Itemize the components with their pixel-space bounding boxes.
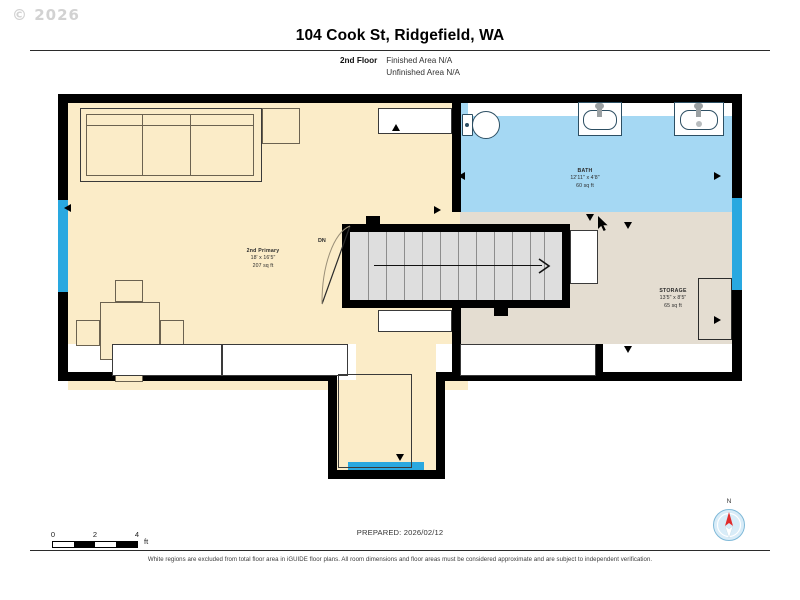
stair-door-swing xyxy=(321,225,351,305)
storage-room-area: 65 sq ft xyxy=(664,302,682,309)
page-title: 104 Cook St, Ridgefield, WA xyxy=(295,27,505,44)
faucet-left xyxy=(597,105,602,117)
dining-chair-east xyxy=(160,320,184,346)
wall-top xyxy=(58,94,742,103)
wall-storage-west xyxy=(452,238,461,380)
alcove-fill xyxy=(336,378,436,470)
scale-segment-4 xyxy=(116,542,137,547)
side-table xyxy=(262,108,300,144)
stair-direction-arrow xyxy=(538,258,551,274)
stair-direction-label: DN xyxy=(318,238,326,244)
wall-alcove-west xyxy=(328,372,337,470)
bath-room-name: BATH xyxy=(577,168,593,174)
primary-room-area: 207 sq ft xyxy=(252,262,274,269)
floorplan-drawing: DN xyxy=(0,88,800,498)
view-arrow-stair-top xyxy=(392,124,400,131)
toilet-bowl xyxy=(472,111,500,139)
prepared-date: PREPARED: 2026/02/12 xyxy=(356,528,444,537)
window-west-upper xyxy=(58,198,68,294)
compass-north-label: N xyxy=(726,498,732,505)
room-label-primary: 2nd Primary 18' x 16'5" 207 sq ft xyxy=(208,248,318,270)
faucet-knob-left xyxy=(595,103,604,109)
sink-drain-right xyxy=(696,121,702,127)
copyright-watermark: © 2026 xyxy=(12,6,80,24)
sofa-cushion-divider-1 xyxy=(142,114,143,176)
primary-room-dimensions: 18' x 16'5" xyxy=(250,255,276,262)
wall-alcove-south xyxy=(328,470,445,479)
knee-wall-outline-alcove xyxy=(338,374,412,468)
dining-chair-north xyxy=(115,280,143,302)
finished-area-label: Finished Area N/A xyxy=(386,56,453,65)
scale-tick-2: 4 xyxy=(134,530,140,539)
footer-divider xyxy=(30,550,770,551)
scale-unit-label: ft xyxy=(144,537,149,546)
sofa-cushion-divider-2 xyxy=(190,114,191,176)
scale-bar: 0 2 4 ft xyxy=(50,530,148,548)
wall-west-bottom xyxy=(58,292,68,380)
bath-room-dimensions: 12'11" x 4'8" xyxy=(570,175,600,182)
title-divider xyxy=(30,50,770,51)
knee-wall-outline-stair-top xyxy=(378,108,452,134)
scale-segment-3 xyxy=(95,542,116,547)
wall-west-top xyxy=(58,94,68,200)
view-arrow-storage-east xyxy=(714,316,721,324)
wall-bath-west xyxy=(452,94,461,212)
wall-nub-stair-bottom xyxy=(494,306,508,316)
scale-segment-1 xyxy=(53,542,74,547)
knee-wall-outline-mid xyxy=(222,344,348,376)
dining-chair-west xyxy=(76,320,100,346)
knee-wall-outline-right xyxy=(460,344,596,376)
disclaimer-text: White regions are excluded from total fl… xyxy=(147,556,653,563)
wall-bottom-right xyxy=(436,372,742,381)
storage-room-dimensions: 13'5" x 8'5" xyxy=(659,295,687,302)
compass-rose-icon xyxy=(713,509,745,541)
view-arrow-bath-east xyxy=(714,172,721,180)
sofa-back xyxy=(86,114,254,126)
view-arrow-storage-south xyxy=(624,346,632,353)
window-south-alcove xyxy=(348,462,424,470)
bath-room-area: 60 sq ft xyxy=(576,182,594,189)
view-arrow-bath-south xyxy=(586,214,594,221)
view-arrow-alcove-south xyxy=(396,454,404,461)
view-arrow-stair-bottom xyxy=(452,320,459,328)
view-arrow-bath-west xyxy=(458,172,465,180)
mouse-cursor xyxy=(598,216,608,231)
storage-closet xyxy=(698,278,732,340)
wall-storage-partition xyxy=(596,344,603,374)
sofa xyxy=(86,114,254,176)
scale-segment-2 xyxy=(74,542,95,547)
primary-room-name: 2nd Primary xyxy=(246,248,280,254)
knee-wall-outline-stair-bottom xyxy=(378,310,452,332)
knee-wall-outline-stair-east xyxy=(570,230,598,284)
sofa-frame-outer xyxy=(80,108,262,182)
stair-direction-line xyxy=(374,265,542,267)
unfinished-area-label: Unfinished Area N/A xyxy=(386,68,461,77)
faucet-right xyxy=(696,105,701,117)
wall-bottom-left xyxy=(58,372,336,381)
knee-wall-outline-left xyxy=(112,344,222,376)
wall-east-bottom xyxy=(732,290,742,380)
floor-label: 2nd Floor xyxy=(339,56,378,65)
wall-nub-stair-top xyxy=(366,216,380,226)
scale-tick-1: 2 xyxy=(92,530,98,539)
scale-tick-0: 0 xyxy=(50,530,56,539)
floor-summary: 2nd Floor Finished Area N/A Unfinished A… xyxy=(0,55,800,79)
view-arrow-primary-east xyxy=(434,206,441,214)
view-arrow-west xyxy=(64,204,71,212)
wall-east-top xyxy=(732,94,742,198)
toilet-flush-dot xyxy=(465,123,469,127)
storage-room-name: STORAGE xyxy=(659,288,687,294)
room-label-storage: STORAGE 13'5" x 8'5" 65 sq ft xyxy=(618,288,728,310)
view-arrow-storage-north xyxy=(624,222,632,229)
wall-alcove-east xyxy=(436,372,445,470)
room-label-bath: BATH 12'11" x 4'8" 60 sq ft xyxy=(530,168,640,190)
window-east-upper xyxy=(732,196,742,292)
faucet-knob-right xyxy=(694,103,703,109)
